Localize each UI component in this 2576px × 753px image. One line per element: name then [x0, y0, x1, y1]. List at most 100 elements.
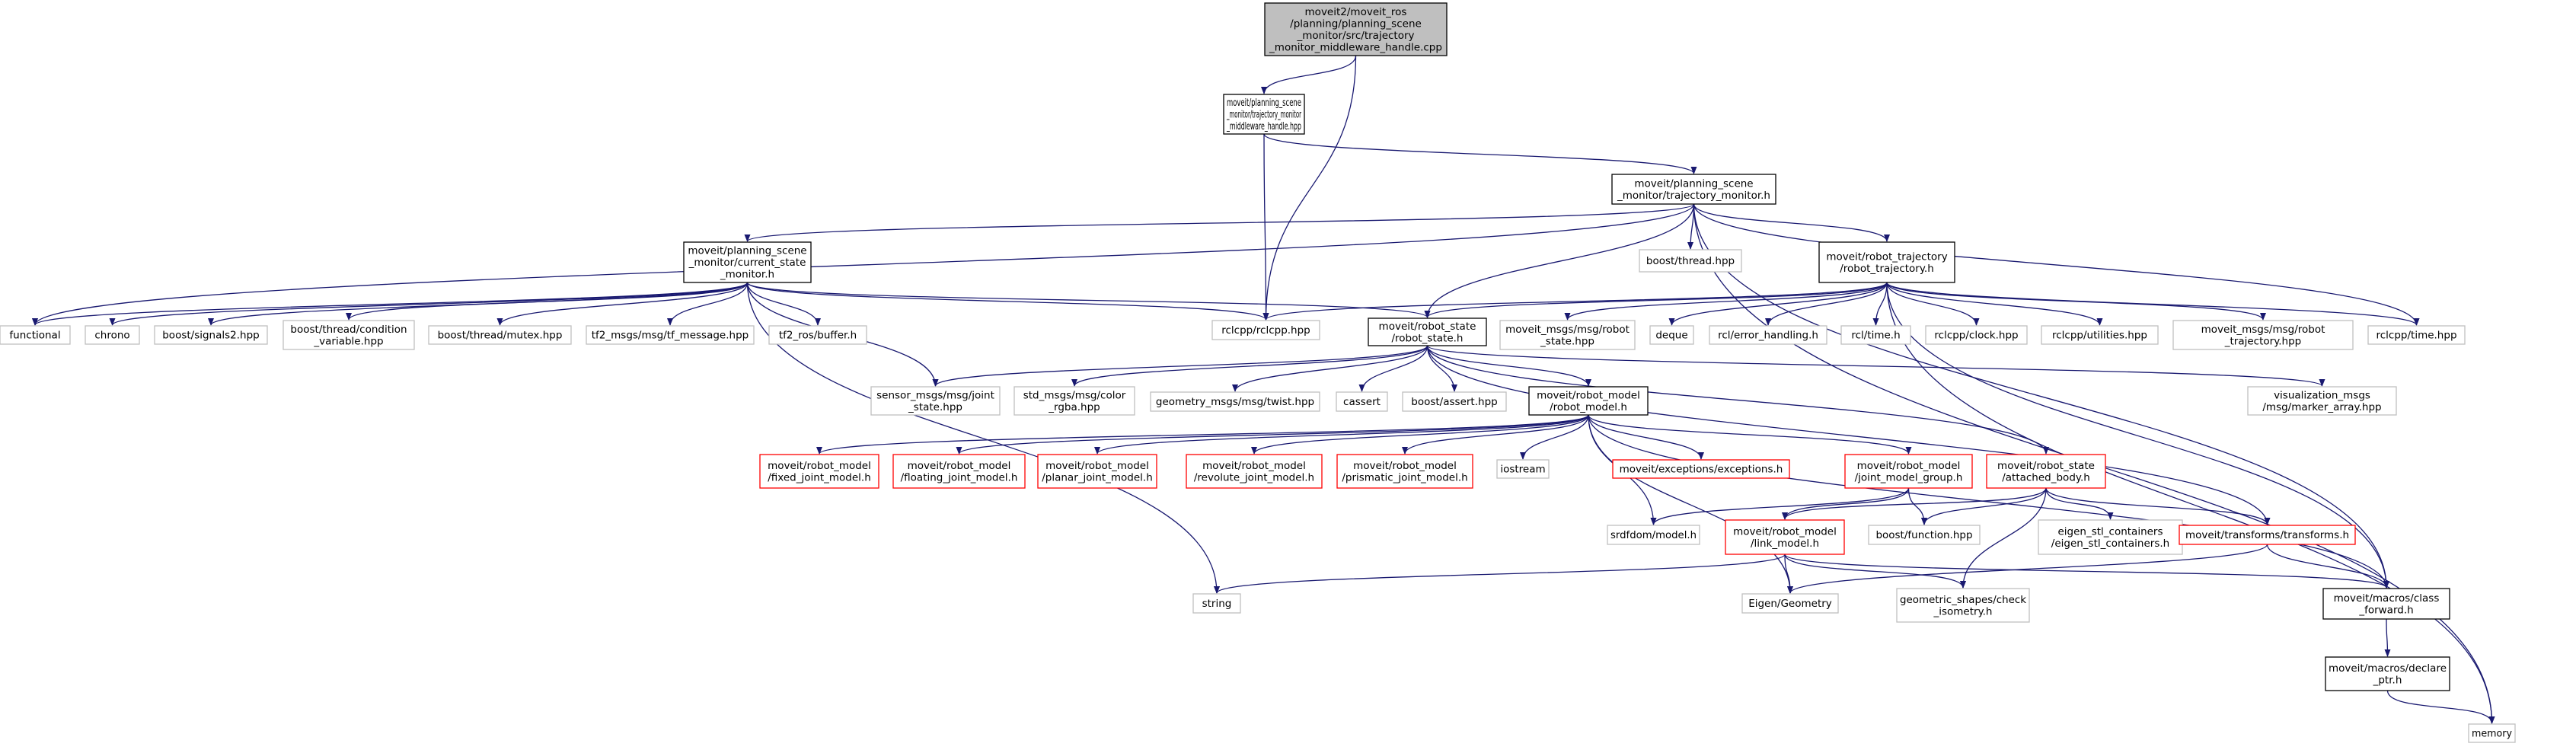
node-tmmh[interactable]: moveit/planning_scene_monitor/trajectory… [1223, 94, 1305, 135]
node-label-line: moveit/robot_model [908, 460, 1011, 472]
edge-rtraj-to-deque [1668, 282, 1888, 326]
edge-rtraj-to-clock [1886, 282, 1980, 326]
node-label-line: Eigen/Geometry [1748, 598, 1832, 610]
node-label-line: moveit2/moveit_ros [1305, 6, 1407, 18]
node-label-line: boost/thread.hpp [1646, 255, 1735, 267]
node-root[interactable]: moveit2/moveit_ros/planning/planning_sce… [1264, 2, 1448, 56]
edge-csm-to-rclcpp [746, 282, 1269, 321]
node-box [154, 325, 268, 345]
node-jmg[interactable]: moveit/robot_model/joint_model_group.h [1844, 454, 1973, 489]
edge-rstate-to-transforms [1426, 345, 2271, 525]
node-fixed[interactable]: moveit/robot_model/fixed_joint_model.h [759, 454, 879, 489]
node-box [1368, 317, 1487, 346]
node-box [1840, 325, 1911, 345]
node-rtmsg: moveit_msgs/msg/robot_trajectory.hpp [2172, 320, 2354, 350]
edge-rtraj-to-util [1886, 282, 2103, 326]
node-csm[interactable]: moveit/planning_scene_monitor/current_st… [683, 241, 812, 283]
edge-rmodel-to-iostream [1520, 414, 1589, 460]
node-label-line: moveit/planning_scene [1227, 97, 1301, 109]
node-box [1741, 593, 1839, 614]
node-tm[interactable]: moveit/planning_scene_monitor/trajectory… [1611, 174, 1776, 205]
node-label-line: boost/function.hpp [1875, 529, 1972, 541]
node-label-line: moveit/robot_model [1857, 460, 1961, 472]
node-label-line: memory [2472, 728, 2512, 740]
edge-linkm-to-string [1214, 554, 1786, 594]
node-label-line: moveit/robot_model [1045, 460, 1149, 472]
node-label-line: _trajectory.hpp [2224, 335, 2302, 347]
node-transforms[interactable]: moveit/transforms/transforms.h [2179, 525, 2356, 545]
node-label-line: /fixed_joint_model.h [768, 471, 871, 483]
node-linkm[interactable]: moveit/robot_model/link_model.h [1725, 519, 1845, 555]
edge-declptr-to-memory [2386, 690, 2495, 724]
node-box [2172, 320, 2354, 350]
node-label-line: sensor_msgs/msg/joint [876, 389, 994, 401]
node-box [1528, 386, 1649, 416]
node-bsignals: boost/signals2.hpp [154, 325, 268, 345]
node-declptr[interactable]: moveit/macros/declare_ptr.h [2325, 656, 2450, 691]
node-box [1150, 391, 1320, 412]
node-rmodel[interactable]: moveit/robot_model/robot_model.h [1528, 386, 1649, 416]
node-label-line: moveit/robot_state [1997, 460, 2095, 472]
edge-tm-to-csm [744, 203, 1695, 242]
node-box [759, 454, 879, 489]
node-label-line: _middleware_handle.hpp [1226, 120, 1301, 132]
node-planar[interactable]: moveit/robot_model/planar_joint_model.h [1037, 454, 1157, 489]
node-label-line: _monitor.h [720, 269, 774, 281]
node-rtraj[interactable]: moveit/robot_trajectory/robot_trajectory… [1818, 241, 1955, 283]
node-cassert: cassert [1336, 391, 1388, 412]
node-eigen: Eigen/Geometry [1741, 593, 1839, 614]
node-label-line: _state.hpp [1540, 335, 1594, 347]
node-label-line: /joint_model_group.h [1855, 471, 1963, 483]
node-rclerr: rcl/error_handling.h [1709, 325, 1827, 345]
edge-rtraj-to-rstate [1424, 282, 1888, 318]
node-label-line: boost/assert.hpp [1411, 396, 1497, 408]
edge-rstate-to-twist [1232, 345, 1428, 392]
node-box [2179, 525, 2356, 545]
node-box [1264, 2, 1448, 56]
edge-rstate-to-jsmsg [932, 345, 1428, 387]
edge-csm-to-functional [32, 282, 749, 326]
node-tf2msg: tf2_msgs/msg/tf_message.hpp [586, 325, 755, 345]
node-box [1607, 525, 1700, 545]
edge-attached-to-eigenstl [2045, 487, 2114, 520]
node-label-line: moveit/robot_model [1537, 389, 1640, 401]
node-tf2buf: tf2_ros/buffer.h [768, 325, 867, 345]
node-label-line: std_msgs/msg/color [1023, 389, 1126, 401]
edge-rmodel-to-planar [1094, 414, 1589, 455]
edge-tmmh-to-rclcpp [1262, 133, 1269, 321]
edge-rtraj-to-classfwd [1886, 282, 2389, 589]
node-functional: functional [0, 325, 71, 345]
node-label-line: moveit/planning_scene [1634, 177, 1753, 190]
node-deque: deque [1649, 325, 1694, 345]
node-label-line: _monitor/src/trajectory [1296, 30, 1414, 42]
edge-transforms-to-eigen [1787, 544, 2268, 594]
edge-attached-to-bfunc [1921, 487, 2047, 525]
node-box [0, 325, 71, 345]
node-box [282, 320, 415, 350]
node-exceptions[interactable]: moveit/exceptions/exceptions.h [1612, 459, 1790, 479]
node-floating[interactable]: moveit/robot_model/floating_joint_model.… [892, 454, 1026, 489]
edge-tm-to-rtraj [1693, 203, 1890, 242]
node-label-line: tf2_ros/buffer.h [779, 330, 857, 342]
node-label-line: visualization_msgs [2274, 389, 2370, 401]
node-revolute[interactable]: moveit/robot_model/revolute_joint_model.… [1186, 454, 1323, 489]
edge-rstate-to-color [1071, 345, 1428, 387]
node-label-line: moveit/transforms/transforms.h [2185, 529, 2349, 541]
node-label-line: rcl/time.h [1851, 330, 1900, 342]
node-box [870, 386, 1001, 416]
node-label-line: _monitor/trajectory_monitor.h [1617, 190, 1770, 202]
edge-rmodel-to-fixed [816, 414, 1589, 455]
node-classfwd[interactable]: moveit/macros/class_forward.h [2322, 588, 2450, 620]
node-box [1037, 454, 1157, 489]
node-label-line: _forward.h [2358, 604, 2413, 616]
edge-rmodel-to-prismatic [1402, 414, 1589, 455]
node-prismatic[interactable]: moveit/robot_model/prismatic_joint_model… [1336, 454, 1473, 489]
node-rstate[interactable]: moveit/robot_state/robot_state.h [1368, 317, 1487, 346]
edge-rmodel-to-jmg [1588, 414, 1912, 455]
node-label-line: moveit/macros/class [2334, 592, 2440, 605]
edge-tm-to-rcltimehpp [1693, 203, 2420, 326]
node-viz: visualization_msgs/msg/marker_array.hpp [2247, 386, 2397, 416]
node-jsmsg: sensor_msgs/msg/joint_state.hpp [870, 386, 1001, 416]
node-box [2367, 325, 2466, 345]
node-attached[interactable]: moveit/robot_state/attached_body.h [1986, 454, 2106, 489]
